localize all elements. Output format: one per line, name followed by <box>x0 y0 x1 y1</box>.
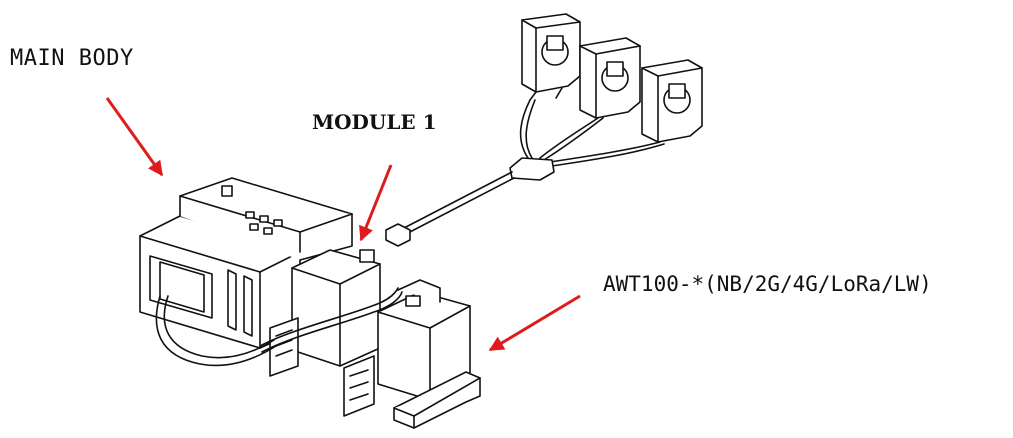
awt100-arrow <box>488 294 581 352</box>
current-transformer-2 <box>579 37 641 119</box>
current-transformer-1 <box>521 13 581 101</box>
module-1-label: MODULE 1 <box>312 110 437 134</box>
awt100-module <box>343 279 471 417</box>
din-rail <box>393 371 481 429</box>
main-body-meter <box>139 177 353 349</box>
cable-splitter <box>509 157 555 181</box>
awt100-label: AWT100-*(NB/2G/4G/LoRa/LW) <box>603 272 932 296</box>
main-body-label: MAIN BODY <box>10 46 134 71</box>
ct-main-cable <box>403 171 515 235</box>
current-transformer-3 <box>641 59 703 143</box>
module-1-unit <box>269 249 381 377</box>
main-body-arrow <box>105 97 164 177</box>
module-1-arrow <box>359 164 393 242</box>
interconnect-cables <box>155 287 403 367</box>
pointer-arrows <box>105 97 581 352</box>
rj-connector <box>385 223 411 247</box>
ct-lead-wires <box>519 99 665 167</box>
